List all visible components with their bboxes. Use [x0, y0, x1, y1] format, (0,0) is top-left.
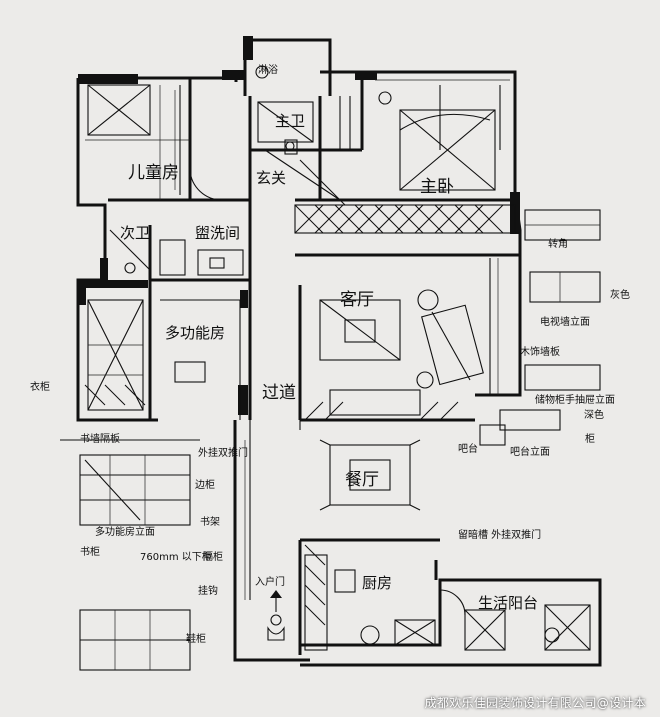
- room-labels: 淋浴 主卫 儿童房 玄关 主卧 次卫 盥洗间 客厅 多功能房 过道 餐厅 厨房 …: [120, 63, 538, 612]
- note-cabinet: 柜: [585, 432, 595, 445]
- note-cabinet-elevation: 储物柜手抽屉立面: [535, 393, 615, 406]
- note-corner: 转角: [548, 237, 568, 250]
- note-shelf: 书柜: [80, 545, 100, 558]
- room-label-balcony: 生活阳台: [478, 594, 538, 612]
- note-wall-panel: 书墙隔板: [80, 432, 120, 445]
- note-hidden-slot: 留暗槽 外挂双推门: [458, 528, 541, 541]
- room-label-second-bath: 次卫: [120, 224, 150, 242]
- note-niche: 书架: [200, 516, 220, 528]
- room-label-kids-room: 儿童房: [128, 163, 179, 183]
- hatched-walls: [84, 204, 516, 626]
- note-shelf-tall: 衣柜: [30, 380, 50, 393]
- room-label-passage: 过道: [262, 383, 296, 403]
- note-multi-room-elevation: 多功能房立面: [95, 525, 155, 538]
- note-bar: 吧台: [458, 442, 478, 455]
- note-coat-hook: 挂钩: [198, 584, 218, 597]
- room-label-wash-room: 盥洗间: [195, 224, 240, 242]
- watermark: 成都欢乐佳园装饰设计有限公司@设计本: [424, 696, 646, 710]
- note-height-760: 760mm 以下柜: [140, 550, 212, 563]
- note-shoe-cabinet: 鞋柜: [186, 632, 206, 645]
- interior-walls: [108, 78, 520, 655]
- note-outer-double-door: 外挂双推门: [198, 446, 248, 459]
- note-wood-skirting: 木饰墙板: [520, 345, 560, 358]
- note-gray: 灰色: [610, 288, 630, 301]
- room-label-master-bedroom: 主卧: [420, 177, 454, 197]
- annotation-notes: 电视墙立面 木饰墙板 储物柜手抽屉立面 柜 吧台立面 深色 灰色 转角 吧台 书…: [30, 237, 630, 645]
- note-shoe-cabinet-2: 隔柜: [203, 550, 223, 563]
- room-label-shower: 淋浴: [258, 63, 278, 76]
- room-label-door: 入户门: [255, 575, 285, 588]
- room-label-master-bath: 主卫: [275, 112, 305, 130]
- note-deep-color: 深色: [584, 408, 604, 421]
- note-bar-elevation: 吧台立面: [510, 445, 550, 458]
- room-label-multi-room: 多功能房: [165, 324, 225, 342]
- room-label-kitchen: 厨房: [362, 574, 392, 592]
- sketch-lines: [60, 65, 601, 671]
- note-side-cabinet: 边柜: [195, 478, 215, 491]
- room-label-entry-corridor: 玄关: [256, 169, 286, 187]
- note-tv-wall-elevation: 电视墙立面: [540, 315, 590, 328]
- room-label-living-room: 客厅: [340, 290, 374, 310]
- room-label-dining-room: 餐厅: [345, 470, 379, 490]
